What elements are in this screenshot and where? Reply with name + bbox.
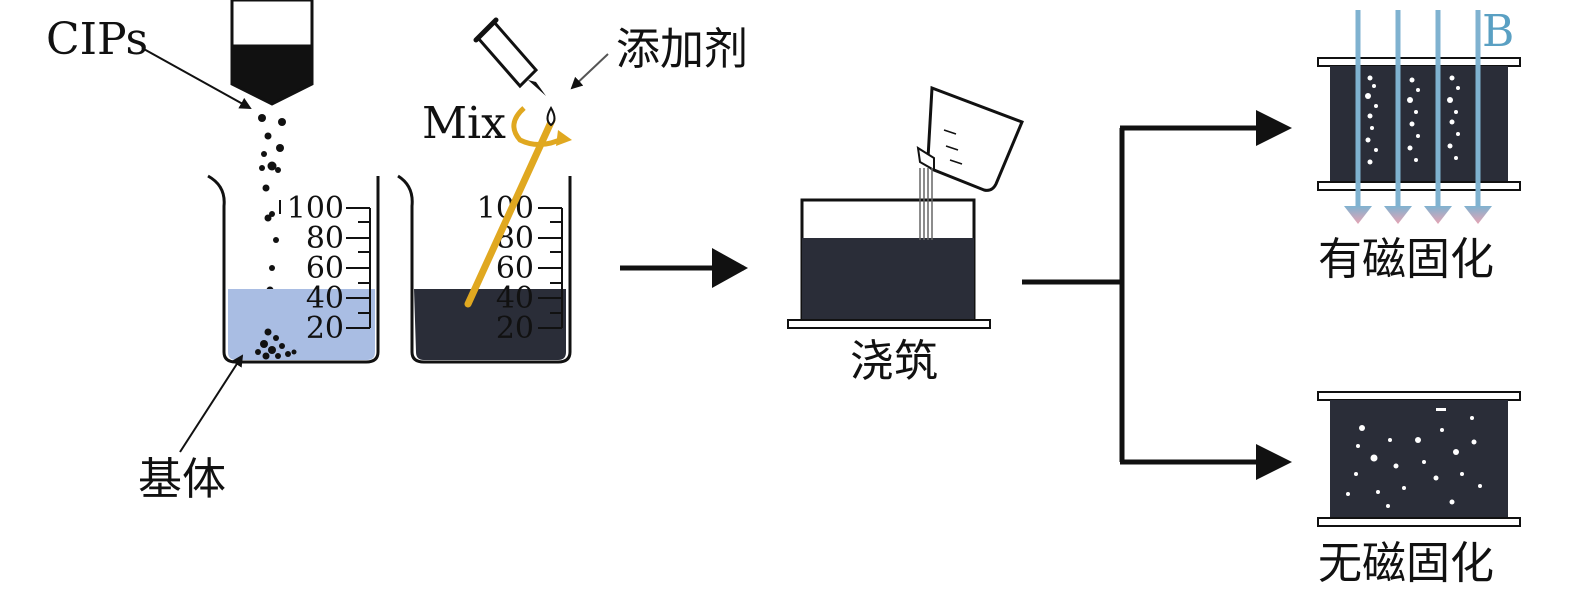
branch-arrows — [1022, 110, 1292, 480]
without-field-label: 无磁固化 — [1318, 538, 1494, 589]
additive-pointer-arrow — [570, 53, 609, 90]
with-field-label: 有磁固化 — [1318, 234, 1494, 285]
cips-pointer-arrow — [141, 47, 252, 109]
non-magnetic-cured-sample — [1317, 391, 1521, 527]
beaker2-tick-20: 20 — [496, 311, 534, 346]
casting-mold — [787, 198, 991, 329]
beaker1-tick-40: 40 — [306, 281, 344, 316]
beaker2-tick-40: 40 — [496, 281, 534, 316]
dropper-icon — [473, 17, 546, 96]
mix-rotation-icon — [511, 106, 566, 147]
beaker1-tick-100: 100 — [287, 191, 344, 226]
stir-rod — [464, 116, 556, 308]
magnetic-field-label: B — [1482, 6, 1514, 57]
beaker1-tick-80: 80 — [306, 221, 344, 256]
magnetic-cured-sample — [1317, 10, 1521, 224]
flow-arrow-to-casting-head — [712, 248, 748, 288]
matrix-label: 基体 — [138, 454, 226, 505]
beaker1-tick-20: 20 — [306, 311, 344, 346]
beaker-mix: 100 80 60 40 20 — [397, 116, 572, 364]
drop-icon — [546, 106, 556, 127]
field-arrowheads — [1344, 206, 1492, 224]
mix-label: Mix — [422, 98, 506, 149]
pouring-beaker-icon — [916, 85, 1024, 240]
cip-hopper — [230, 0, 314, 106]
beaker1-tick-60: 60 — [306, 251, 344, 286]
beaker2-tick-60: 60 — [496, 251, 534, 286]
mix-rotation-arrowhead — [556, 130, 572, 146]
additive-label: 添加剂 — [616, 24, 748, 75]
matrix-pointer-arrow — [179, 354, 244, 453]
cips-label: CIPs — [46, 14, 148, 65]
casting-label: 浇筑 — [850, 336, 938, 387]
beaker-matrix: 100 80 60 40 20 — [207, 174, 380, 364]
